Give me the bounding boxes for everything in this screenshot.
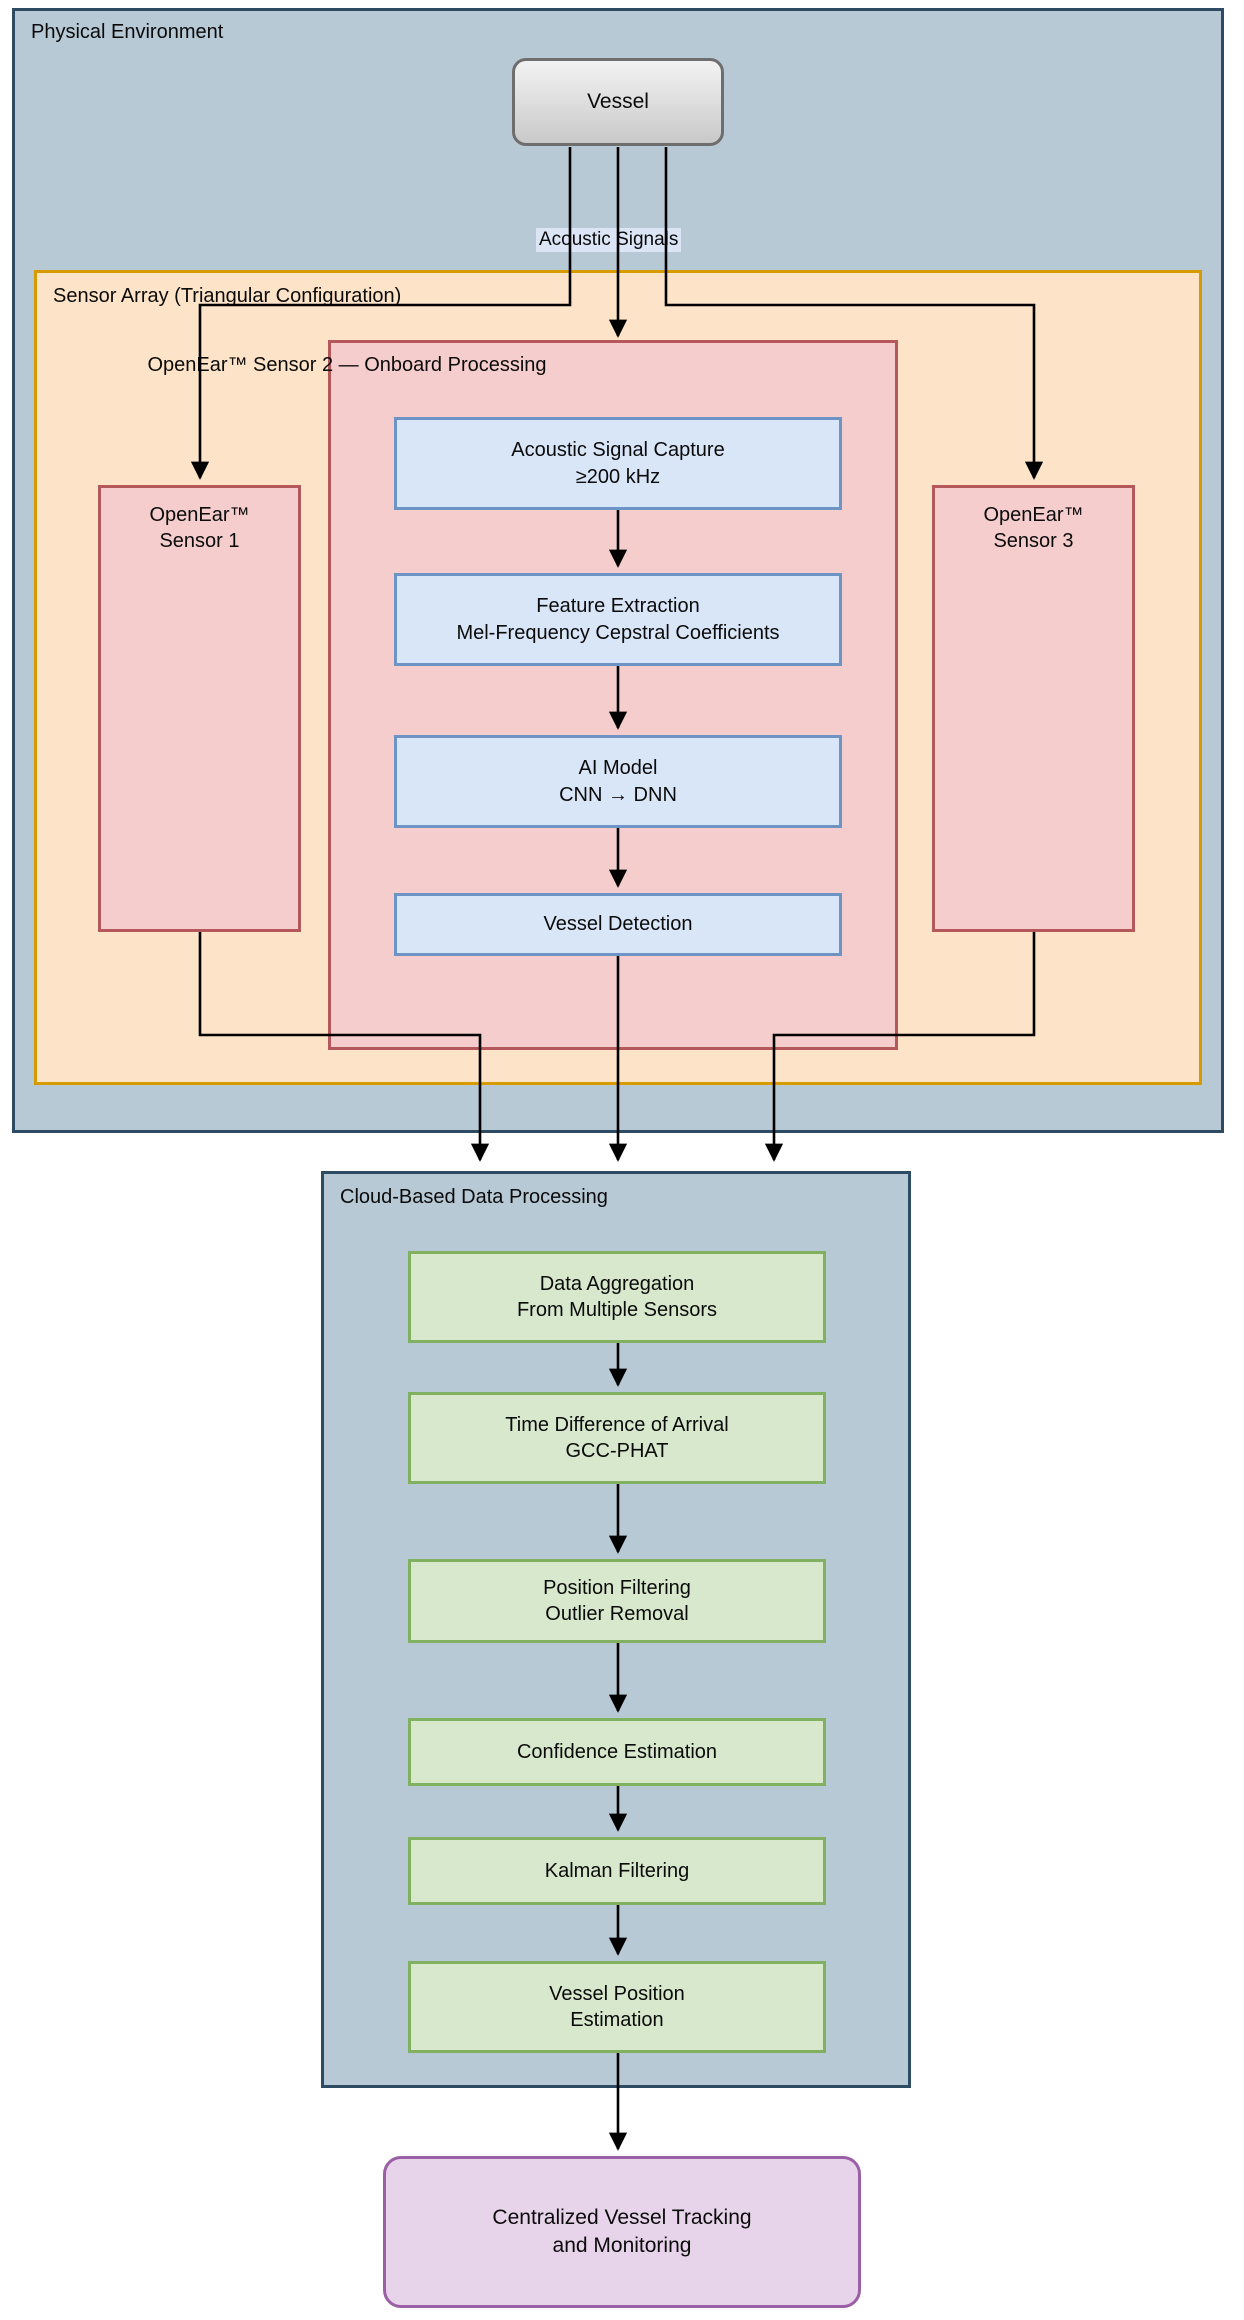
node-sensor-3-label: OpenEar™ Sensor 3 xyxy=(983,504,1084,553)
node-data-aggregation-label: Data Aggregation From Multiple Sensors xyxy=(516,1272,718,1321)
node-sensor-1[interactable]: OpenEar™ Sensor 1 xyxy=(98,485,301,932)
node-sensor-3[interactable]: OpenEar™ Sensor 3 xyxy=(932,485,1135,932)
edge-label-acoustic-signals: Acoustic Signals xyxy=(536,228,682,252)
node-confidence-estimation-label: Confidence Estimation xyxy=(516,1740,718,1763)
node-vessel-detection-label: Vessel Detection xyxy=(543,913,693,936)
cluster-cloud-processing-title: Cloud-Based Data Processing xyxy=(340,1186,608,1208)
node-feature-extraction[interactable]: Feature Extraction Mel-Frequency Cepstra… xyxy=(394,573,842,666)
node-vessel-position-estimation[interactable]: Vessel Position Estimation xyxy=(408,1961,826,2053)
node-kalman-filtering[interactable]: Kalman Filtering xyxy=(408,1837,826,1905)
node-vessel-position-estimation-label: Vessel Position Estimation xyxy=(549,1982,685,2031)
node-sensor-1-label: OpenEar™ Sensor 1 xyxy=(149,504,250,553)
node-data-aggregation[interactable]: Data Aggregation From Multiple Sensors xyxy=(408,1251,826,1343)
node-acoustic-signal-capture-label: Acoustic Signal Capture ≥200 kHz xyxy=(511,439,725,488)
node-time-difference-of-arrival[interactable]: Time Difference of Arrival GCC-PHAT xyxy=(408,1392,826,1484)
node-position-filtering[interactable]: Position Filtering Outlier Removal xyxy=(408,1559,826,1643)
node-ai-model[interactable]: AI Model CNN → DNN xyxy=(394,735,842,828)
cluster-sensor-array-title: Sensor Array (Triangular Configuration) xyxy=(53,285,402,307)
node-vessel-label: Vessel xyxy=(587,90,649,114)
node-ai-model-label: AI Model CNN → DNN xyxy=(559,757,677,806)
node-acoustic-signal-capture[interactable]: Acoustic Signal Capture ≥200 kHz xyxy=(394,417,842,510)
node-vessel-detection[interactable]: Vessel Detection xyxy=(394,893,842,956)
cluster-physical-environment-title: Physical Environment xyxy=(31,21,224,43)
node-centralized-vessel-tracking-label: Centralized Vessel Tracking and Monitori… xyxy=(492,2206,752,2257)
node-time-difference-of-arrival-label: Time Difference of Arrival GCC-PHAT xyxy=(505,1413,729,1462)
node-centralized-vessel-tracking[interactable]: Centralized Vessel Tracking and Monitori… xyxy=(383,2156,861,2308)
edge-label-acoustic-signals-text: Acoustic Signals xyxy=(539,229,679,250)
node-feature-extraction-label: Feature Extraction Mel-Frequency Cepstra… xyxy=(456,595,780,644)
node-vessel[interactable]: Vessel xyxy=(512,58,724,146)
cluster-sensor-2-title: OpenEar™ Sensor 2 — Onboard Processing xyxy=(147,354,547,376)
node-position-filtering-label: Position Filtering Outlier Removal xyxy=(543,1576,691,1625)
node-confidence-estimation[interactable]: Confidence Estimation xyxy=(408,1718,826,1786)
node-kalman-filtering-label: Kalman Filtering xyxy=(544,1859,690,1882)
